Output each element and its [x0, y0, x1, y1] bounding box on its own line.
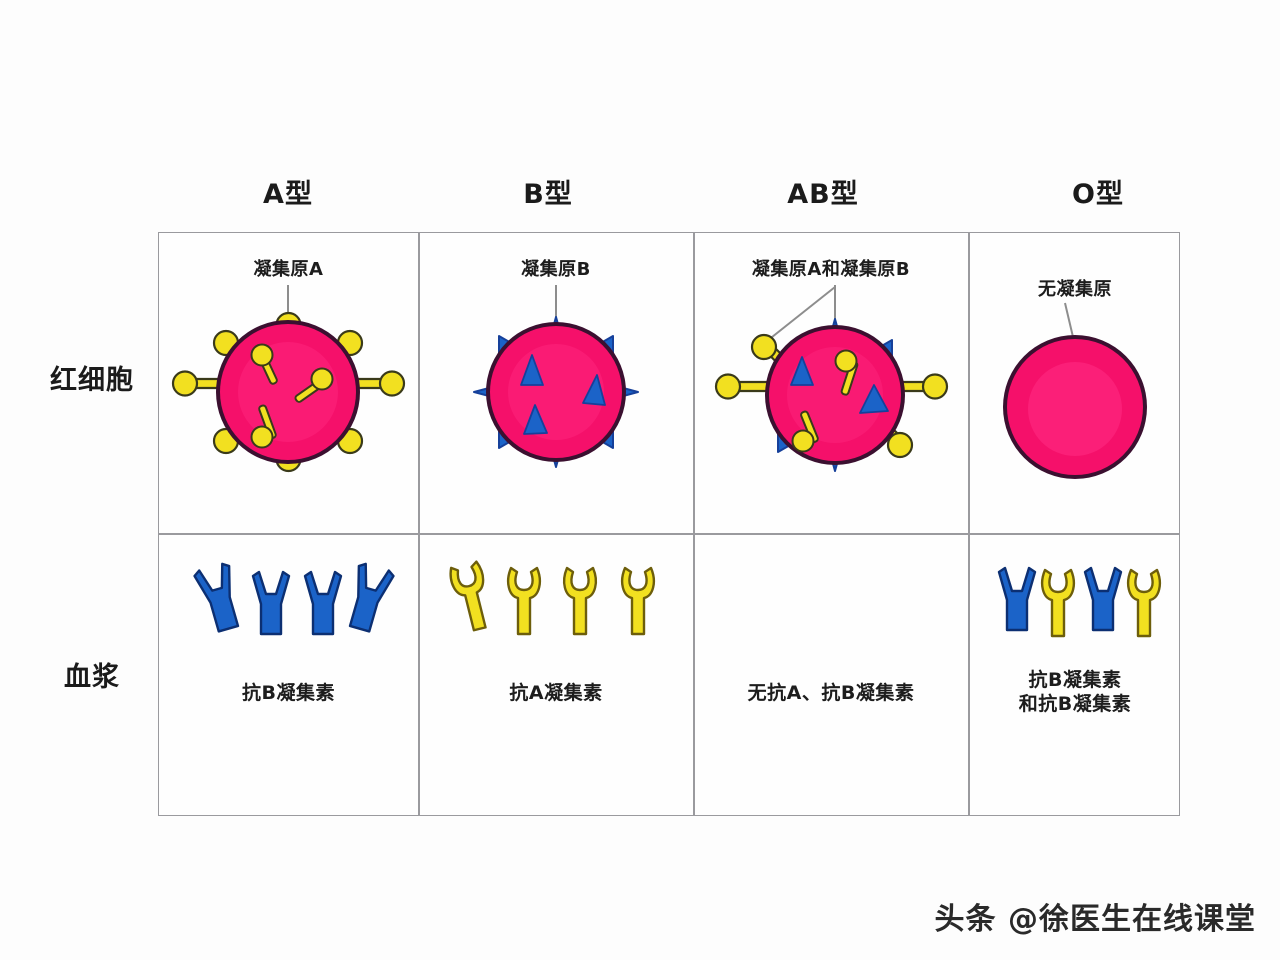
antigen-caption-o: 无凝集原 — [1038, 279, 1112, 300]
cell-rbc-a: 凝集原A — [159, 233, 418, 533]
column-divider-2 — [693, 233, 695, 815]
cell-rbc-ab: 凝集原A和凝集原B — [694, 233, 968, 533]
comparison-table: 凝集原A — [158, 232, 1180, 816]
watermark: 头条 @徐医生在线课堂 — [934, 902, 1256, 937]
column-divider-3 — [968, 233, 970, 815]
column-header-ab: AB型 — [787, 179, 859, 210]
antibody-caption-b: 抗A凝集素 — [509, 682, 603, 704]
cell-plasma-b: 抗A凝集素 — [419, 534, 693, 817]
row-divider — [159, 533, 1179, 535]
cell-plasma-o: 抗B凝集素 和抗B凝集素 — [969, 534, 1181, 817]
cell-plasma-ab: 无抗A、抗B凝集素 — [694, 534, 968, 817]
antibodies-anti-b-illustration — [193, 562, 395, 636]
row-label-red-blood-cells: 红细胞 — [50, 365, 134, 396]
row-label-plasma: 血浆 — [64, 662, 120, 693]
antigen-caption-ab: 凝集原A和凝集原B — [751, 259, 911, 280]
antibody-caption-ab: 无抗A、抗B凝集素 — [747, 682, 915, 704]
cell-plasma-a: 抗B凝集素 — [159, 534, 418, 817]
column-header-b: B型 — [523, 179, 573, 210]
column-divider-1 — [418, 233, 420, 815]
cell-rbc-o: 无凝集原 — [969, 233, 1181, 533]
cell-rbc-b: 凝集原B — [419, 233, 693, 533]
column-header-o: O型 — [1072, 179, 1124, 210]
antibody-caption-a: 抗B凝集素 — [242, 682, 335, 704]
antigen-caption-a: 凝集原A — [253, 259, 324, 280]
antibodies-anti-a-illustration — [449, 560, 655, 636]
column-header-a: A型 — [263, 179, 313, 210]
antibody-caption-o: 抗B凝集素 和抗B凝集素 — [1018, 669, 1132, 715]
antigen-caption-b: 凝集原B — [521, 259, 591, 280]
